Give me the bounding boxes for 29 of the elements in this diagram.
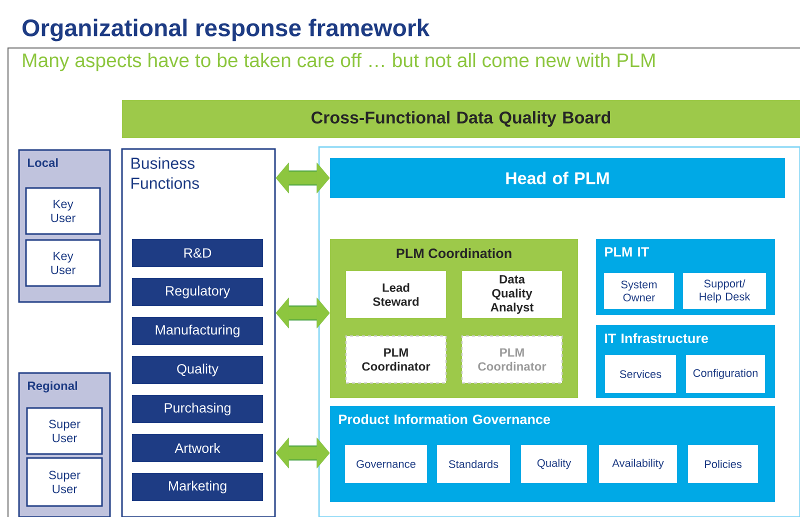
item-box: Policies <box>688 445 758 483</box>
function-box: Marketing <box>132 473 263 501</box>
item-box: System Owner <box>604 273 674 309</box>
item-box: Quality <box>521 445 587 483</box>
function-box: Purchasing <box>132 395 263 423</box>
container-box <box>318 146 800 517</box>
item-box: Standards <box>437 445 510 483</box>
role-box: Lead Steward <box>346 271 446 318</box>
item-box: Governance <box>345 445 427 483</box>
role-box: Data Quality Analyst <box>462 271 562 318</box>
function-box: Manufacturing <box>132 317 263 345</box>
item-box: Availability <box>599 445 677 483</box>
diagram-title: Organizational response framework <box>22 18 430 42</box>
header-band: Head of PLM <box>330 158 785 198</box>
item-box: Configuration <box>686 355 765 393</box>
role-box: Super User <box>26 457 103 507</box>
function-box: Quality <box>132 356 263 384</box>
role-box: PLM Coordinator <box>461 335 563 384</box>
subtitle: Many aspects have to be taken care off … but not all come new with PLM <box>23 52 655 72</box>
item-box: Support/ Help Desk <box>683 273 766 309</box>
board-band: Cross-Functional Data Quality Board <box>122 100 800 138</box>
function-box: Regulatory <box>132 278 263 306</box>
role-box: Key User <box>25 187 101 235</box>
item-box: Services <box>605 355 676 393</box>
function-box: Artwork <box>132 434 263 462</box>
role-box: PLM Coordinator <box>345 335 447 384</box>
function-box: R&D <box>132 239 263 267</box>
role-box: Super User <box>26 407 103 455</box>
role-box: Key User <box>25 239 101 287</box>
